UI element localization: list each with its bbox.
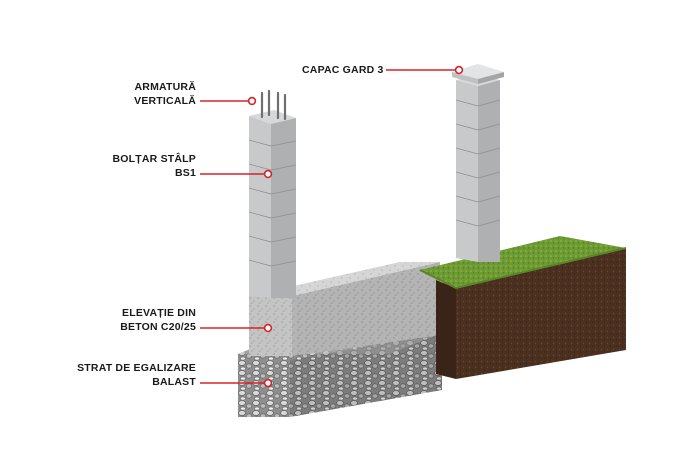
callout-boltar <box>200 169 273 179</box>
label-strat-line2: BALAST <box>152 376 196 388</box>
left-pillar <box>248 110 297 298</box>
callout-capac <box>386 65 464 75</box>
label-capac: CAPAC GARD 3 <box>302 63 386 77</box>
label-strat-line1: STRAT DE EGALIZARE <box>77 362 196 374</box>
label-boltar-line2: BS1 <box>174 167 196 179</box>
label-strat: STRAT DE EGALIZARE BALAST <box>56 361 196 389</box>
callout-elevatie <box>200 323 273 333</box>
soil-block <box>419 236 627 379</box>
callout-armatura <box>200 96 257 106</box>
label-elevatie-line2: BETON C20/25 <box>120 321 196 333</box>
label-armatura-line2: VERTICALĂ <box>134 95 196 107</box>
label-elevatie: ELEVAȚIE DIN BETON C20/25 <box>96 306 196 334</box>
label-armatura-line1: ARMATURĂ <box>134 81 196 93</box>
callout-strat <box>200 378 273 388</box>
label-capac-line1: CAPAC GARD 3 <box>302 64 384 76</box>
label-elevatie-line1: ELEVAȚIE DIN <box>122 307 196 319</box>
vertical-rebar <box>260 89 287 121</box>
right-pillar <box>455 74 501 262</box>
label-armatura: ARMATURĂ VERTICALĂ <box>96 80 196 108</box>
label-boltar: BOLȚAR STÂLP BS1 <box>96 152 196 180</box>
pillar-cap <box>452 64 504 84</box>
label-boltar-line1: BOLȚAR STÂLP <box>112 153 196 165</box>
